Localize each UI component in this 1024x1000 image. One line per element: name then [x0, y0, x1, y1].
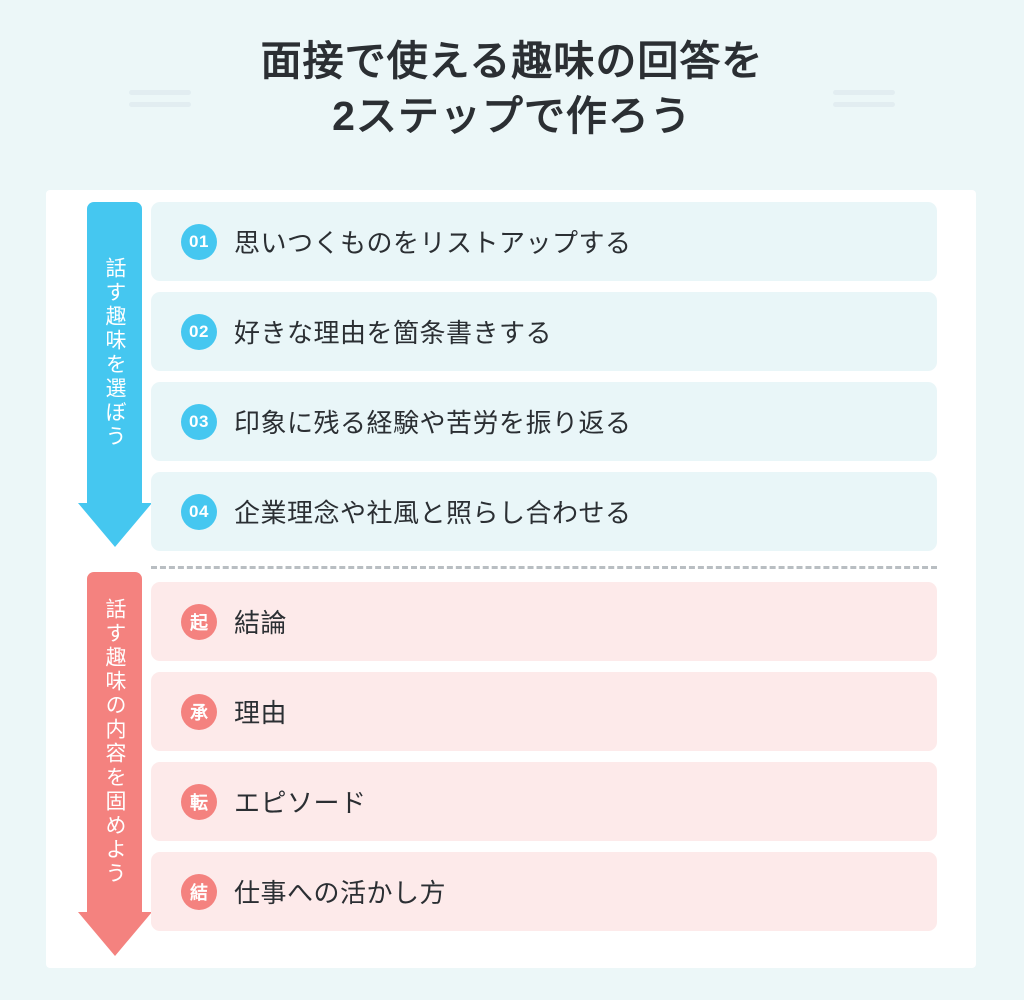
step-number-badge: 03 [181, 403, 217, 440]
decoration-lines-right [833, 90, 895, 114]
step-number-badge: 02 [181, 313, 217, 350]
step-number-badge: 04 [181, 493, 217, 530]
step-number-badge: 01 [181, 223, 217, 260]
step2-arrow-head-icon [77, 912, 152, 956]
page-title: 面接で使える趣味の回答を 2ステップで作ろう [0, 34, 1024, 145]
step-kanji-badge: 起 [181, 603, 217, 640]
step1-item-list: 01 思いつくものをリストアップする 02 好きな理由を箇条書きする 03 印象… [151, 202, 937, 562]
list-item[interactable]: 03 印象に残る経験や苦労を振り返る [151, 382, 937, 461]
list-item[interactable]: 01 思いつくものをリストアップする [151, 202, 937, 281]
decoration-lines-left [129, 90, 191, 114]
list-item-label: 思いつくものをリストアップする [234, 228, 632, 258]
list-item[interactable]: 起 結論 [151, 582, 937, 661]
step1-arrow-label: 話す趣味を選ぼう [103, 256, 126, 449]
list-item-label: 仕事への活かし方 [234, 878, 447, 908]
step2-arrow: 話す趣味の内容を固めよう [77, 572, 152, 956]
step-kanji-badge: 転 [181, 783, 217, 820]
step-kanji-badge: 結 [181, 873, 217, 910]
step2-arrow-label: 話す趣味の内容を固めよう [103, 598, 126, 886]
list-item[interactable]: 転 エピソード [151, 762, 937, 841]
decoration-line [833, 90, 895, 95]
step-kanji-badge: 承 [181, 693, 217, 730]
list-item-label: 企業理念や社風と照らし合わせる [234, 498, 632, 528]
decoration-line [129, 90, 191, 95]
decoration-line [129, 102, 191, 107]
title-line-2: 2ステップで作ろう [332, 93, 692, 140]
list-item[interactable]: 04 企業理念や社風と照らし合わせる [151, 472, 937, 551]
step2-item-list: 起 結論 承 理由 転 エピソード 結 仕事への活かし方 [151, 582, 937, 942]
step1-arrow: 話す趣味を選ぼう [77, 202, 152, 547]
title-line-1: 面接で使える趣味の回答を [260, 38, 764, 84]
list-item-label: 理由 [234, 698, 288, 728]
list-item-label: 印象に残る経験や苦労を振り返る [234, 408, 632, 438]
step1-arrow-body: 話す趣味を選ぼう [87, 202, 142, 503]
list-item[interactable]: 承 理由 [151, 672, 937, 751]
list-item[interactable]: 結 仕事への活かし方 [151, 852, 937, 931]
list-item[interactable]: 02 好きな理由を箇条書きする [151, 292, 937, 371]
section-divider [151, 566, 937, 569]
list-item-label: 結論 [234, 608, 288, 638]
list-item-label: 好きな理由を箇条書きする [234, 318, 553, 348]
list-item-label: エピソード [234, 788, 367, 818]
steps-card: 話す趣味を選ぼう 話す趣味の内容を固めよう 01 思いつくものをリストアップする… [46, 190, 976, 968]
step2-arrow-body: 話す趣味の内容を固めよう [87, 572, 142, 912]
decoration-line [833, 102, 895, 107]
step1-arrow-head-icon [77, 503, 152, 547]
